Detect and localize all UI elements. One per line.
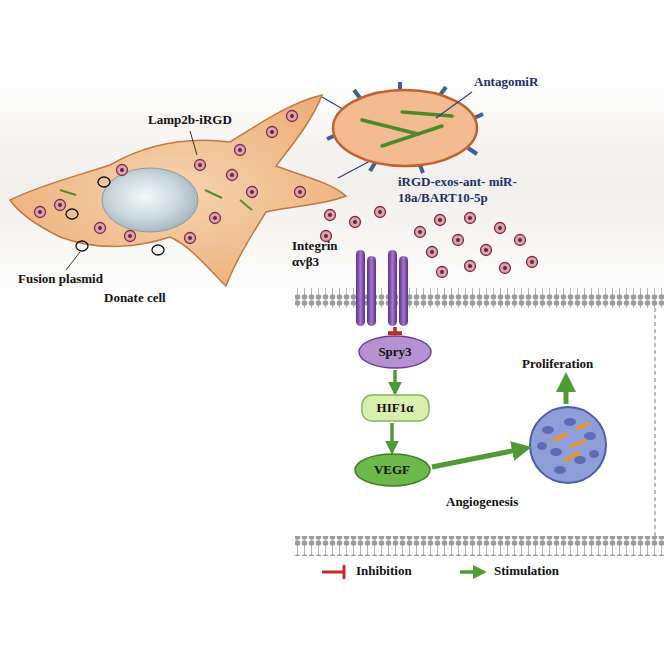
exosome bbox=[35, 207, 46, 218]
iRGD-spikes bbox=[327, 82, 483, 173]
exosome bbox=[453, 235, 464, 246]
part-label: iRGD-exos-ant- miR-18a/BART10-5p bbox=[398, 174, 566, 207]
exosome bbox=[427, 247, 438, 258]
process-label: Angiogenesis bbox=[446, 494, 518, 510]
node-text: VEGF bbox=[374, 462, 410, 478]
part-label: Donate cell bbox=[104, 290, 166, 306]
stimulation-connector bbox=[393, 370, 397, 393]
plasmid bbox=[98, 177, 110, 187]
legend-text: Inhibition bbox=[356, 563, 412, 579]
cell-membrane bbox=[295, 536, 664, 556]
exosome bbox=[55, 200, 66, 211]
exosome bbox=[95, 223, 106, 234]
node-text: HIF1α bbox=[377, 400, 414, 416]
exosome bbox=[195, 160, 206, 171]
plasmid bbox=[152, 245, 164, 255]
plasmid bbox=[76, 241, 88, 251]
exosome bbox=[325, 210, 336, 221]
background-band bbox=[0, 70, 664, 300]
zoom-line bbox=[338, 160, 372, 178]
stimulation-connector bbox=[390, 423, 394, 452]
proliferation-arrow bbox=[564, 382, 569, 404]
legend-text: Stimulation bbox=[494, 563, 559, 579]
exosome bbox=[267, 127, 278, 138]
exosome bbox=[210, 213, 221, 224]
node-text: Integrin αvβ3 bbox=[292, 238, 352, 269]
exosome bbox=[481, 245, 492, 256]
tumor-mass bbox=[530, 407, 606, 483]
signal-node: Spry3 bbox=[358, 335, 432, 369]
rod bbox=[60, 190, 76, 195]
exosome bbox=[117, 165, 128, 176]
plasmids bbox=[66, 177, 164, 255]
inhibition-connector bbox=[393, 327, 397, 334]
part-label: Lamp2b-iRGD bbox=[148, 112, 232, 128]
cell-membrane bbox=[295, 288, 664, 308]
rod bbox=[240, 200, 252, 210]
stimulation-sample bbox=[460, 572, 484, 573]
exosome bbox=[287, 111, 298, 122]
angiogenesis-arrow bbox=[432, 449, 522, 467]
exosome bbox=[350, 217, 361, 228]
exosome bbox=[295, 187, 306, 198]
plasmid bbox=[66, 209, 78, 219]
receptor-node: Integrin αvβ3 bbox=[292, 238, 414, 326]
exosome bbox=[227, 170, 238, 181]
exosome bbox=[465, 213, 476, 224]
leader-line bbox=[190, 131, 197, 155]
exosome bbox=[125, 231, 136, 242]
inhibition-sample bbox=[322, 565, 344, 579]
signal-node: HIF1α bbox=[361, 394, 430, 422]
leader-line bbox=[66, 252, 80, 270]
nucleus bbox=[102, 168, 198, 232]
exosome bbox=[435, 215, 446, 226]
exosome bbox=[247, 187, 258, 198]
exosome bbox=[465, 261, 476, 272]
exosome bbox=[185, 233, 196, 244]
exosome bbox=[437, 267, 448, 278]
exosome bbox=[515, 235, 526, 246]
exosome bbox=[415, 227, 426, 238]
node-text: Spry3 bbox=[378, 344, 411, 360]
exosome bbox=[495, 223, 506, 234]
cell-boundary bbox=[655, 308, 656, 536]
part-label: AntagomiR bbox=[474, 74, 538, 90]
process-label: Proliferation bbox=[522, 356, 593, 372]
exosome bbox=[235, 145, 246, 156]
leader-line bbox=[436, 92, 472, 118]
antagomir-rods bbox=[60, 190, 252, 210]
part-label: Fusion plasmid bbox=[18, 271, 103, 287]
exosome bbox=[375, 207, 386, 218]
exosome bbox=[500, 263, 511, 274]
rod bbox=[205, 190, 222, 198]
signal-node: VEGF bbox=[354, 453, 431, 487]
integrin-receptor bbox=[356, 250, 408, 326]
exosome-detail bbox=[327, 82, 483, 173]
exosome bbox=[527, 257, 538, 268]
